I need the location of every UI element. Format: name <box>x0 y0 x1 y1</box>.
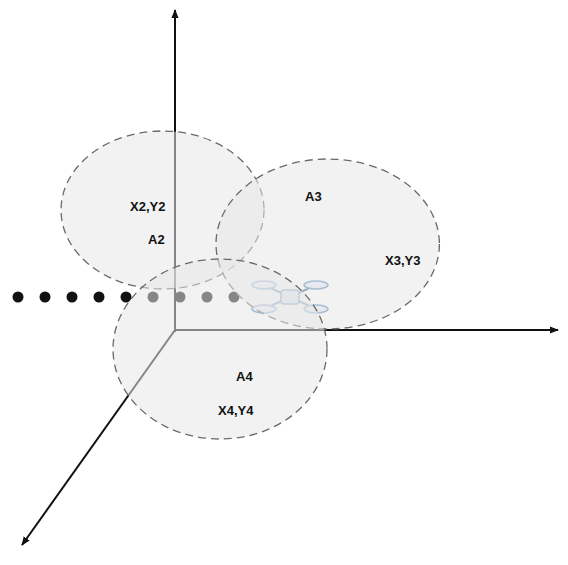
region-label: X2,Y2 <box>130 200 165 213</box>
region-coordinate: A2 <box>148 233 165 246</box>
path-dot <box>13 292 24 303</box>
path-dot <box>40 292 51 303</box>
region-ellipse <box>113 259 327 439</box>
region-coordinate: X4,Y4 <box>218 404 253 417</box>
path-dot <box>94 292 105 303</box>
region-circle: A4X4,Y4 <box>112 258 328 440</box>
region-coordinate: X3,Y3 <box>385 254 420 267</box>
region-label: A3 <box>305 190 322 203</box>
path-dot <box>67 292 78 303</box>
region-label: A4 <box>236 370 253 383</box>
